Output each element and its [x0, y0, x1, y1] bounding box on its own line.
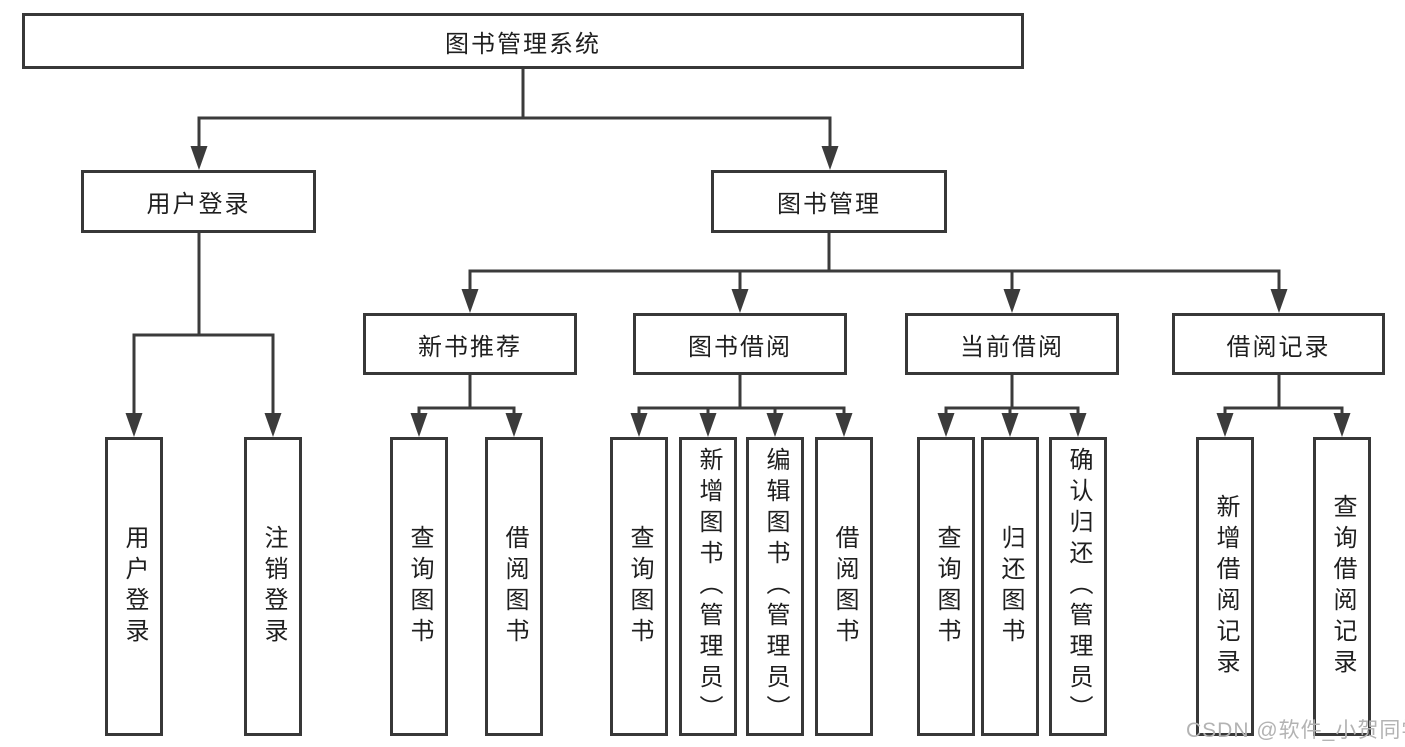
node-user-login: 用户登录	[81, 170, 316, 233]
arrow-down-icon	[1001, 413, 1019, 437]
leaf-logout: 注销登录	[244, 437, 302, 736]
branch-book-mgmt-to-level3	[468, 233, 1281, 293]
arrow-down-icon	[410, 413, 428, 437]
leaf-borrow-borrow-books: 借阅图书	[815, 437, 873, 736]
arrow-down-icon	[1333, 413, 1351, 437]
arrow-down-icon	[821, 146, 839, 170]
node-root-system: 图书管理系统	[22, 13, 1024, 69]
branch-book-borrow-to-leaves	[637, 375, 846, 417]
leaf-newbook-query-books: 查询图书	[390, 437, 448, 736]
leaf-borrow-query-books: 查询图书	[610, 437, 668, 736]
node-borrow-records: 借阅记录	[1172, 313, 1385, 375]
node-label: 图书管理系统	[445, 30, 601, 58]
arrow-down-icon	[731, 289, 749, 313]
node-label: 图书管理	[777, 191, 881, 218]
leaf-label: 查询借阅记录	[1329, 493, 1356, 680]
leaf-label: 查询图书	[406, 524, 433, 649]
arrow-down-icon	[699, 413, 717, 437]
branch-records-to-leaves	[1223, 375, 1344, 417]
node-new-book-recommend: 新书推荐	[363, 313, 577, 375]
leaf-current-confirm-return-admin: 确认归还（管理员）	[1049, 437, 1107, 736]
arrow-down-icon	[1003, 289, 1021, 313]
leaf-label: 编辑图书（管理员）	[762, 447, 789, 726]
csdn-watermark: CSDN @软件_小贺同学	[1186, 719, 1405, 742]
node-label: 图书借阅	[688, 333, 792, 361]
node-label: 新书推荐	[418, 333, 522, 361]
leaf-borrow-edit-books-admin: 编辑图书（管理员）	[746, 437, 804, 736]
arrow-down-icon	[766, 413, 784, 437]
leaf-user-login: 用户登录	[105, 437, 163, 736]
leaf-newbook-borrow-books: 借阅图书	[485, 437, 543, 736]
node-label: 用户登录	[146, 191, 251, 218]
branch-root-to-level2	[197, 69, 832, 150]
leaf-label: 用户登录	[121, 524, 148, 649]
arrow-down-icon	[937, 413, 955, 437]
leaf-label: 查询图书	[626, 524, 653, 649]
arrow-down-icon	[461, 289, 479, 313]
leaf-label: 查询图书	[933, 524, 960, 649]
node-current-borrow: 当前借阅	[905, 313, 1119, 375]
arrow-down-icon	[1069, 413, 1087, 437]
leaf-label: 借阅图书	[501, 524, 528, 649]
branch-user-login-to-leaves	[132, 233, 275, 417]
node-book-borrow: 图书借阅	[633, 313, 847, 375]
arrow-down-icon	[1216, 413, 1234, 437]
leaf-records-query-record: 查询借阅记录	[1313, 437, 1371, 736]
leaf-label: 新增图书（管理员）	[695, 447, 722, 726]
arrow-down-icon	[630, 413, 648, 437]
branch-new-book-to-leaves	[417, 375, 516, 417]
node-label: 借阅记录	[1226, 333, 1331, 361]
node-label: 当前借阅	[960, 333, 1064, 361]
branch-current-to-leaves	[944, 375, 1080, 417]
arrow-down-icon	[835, 413, 853, 437]
arrow-down-icon	[505, 413, 523, 437]
arrow-down-icon	[190, 146, 208, 170]
arrow-down-icon	[1270, 289, 1288, 313]
leaf-records-add-record: 新增借阅记录	[1196, 437, 1254, 736]
leaf-current-return-books: 归还图书	[981, 437, 1039, 736]
leaf-current-query-books: 查询图书	[917, 437, 975, 736]
arrow-down-icon	[125, 413, 143, 437]
leaf-label: 归还图书	[997, 524, 1024, 649]
leaf-label: 新增借阅记录	[1212, 493, 1239, 680]
leaf-label: 借阅图书	[831, 524, 858, 649]
leaf-label: 注销登录	[260, 524, 287, 649]
arrow-down-icon	[264, 413, 282, 437]
node-book-management: 图书管理	[711, 170, 947, 233]
leaf-label: 确认归还（管理员）	[1065, 447, 1092, 726]
leaf-borrow-add-books-admin: 新增图书（管理员）	[679, 437, 737, 736]
